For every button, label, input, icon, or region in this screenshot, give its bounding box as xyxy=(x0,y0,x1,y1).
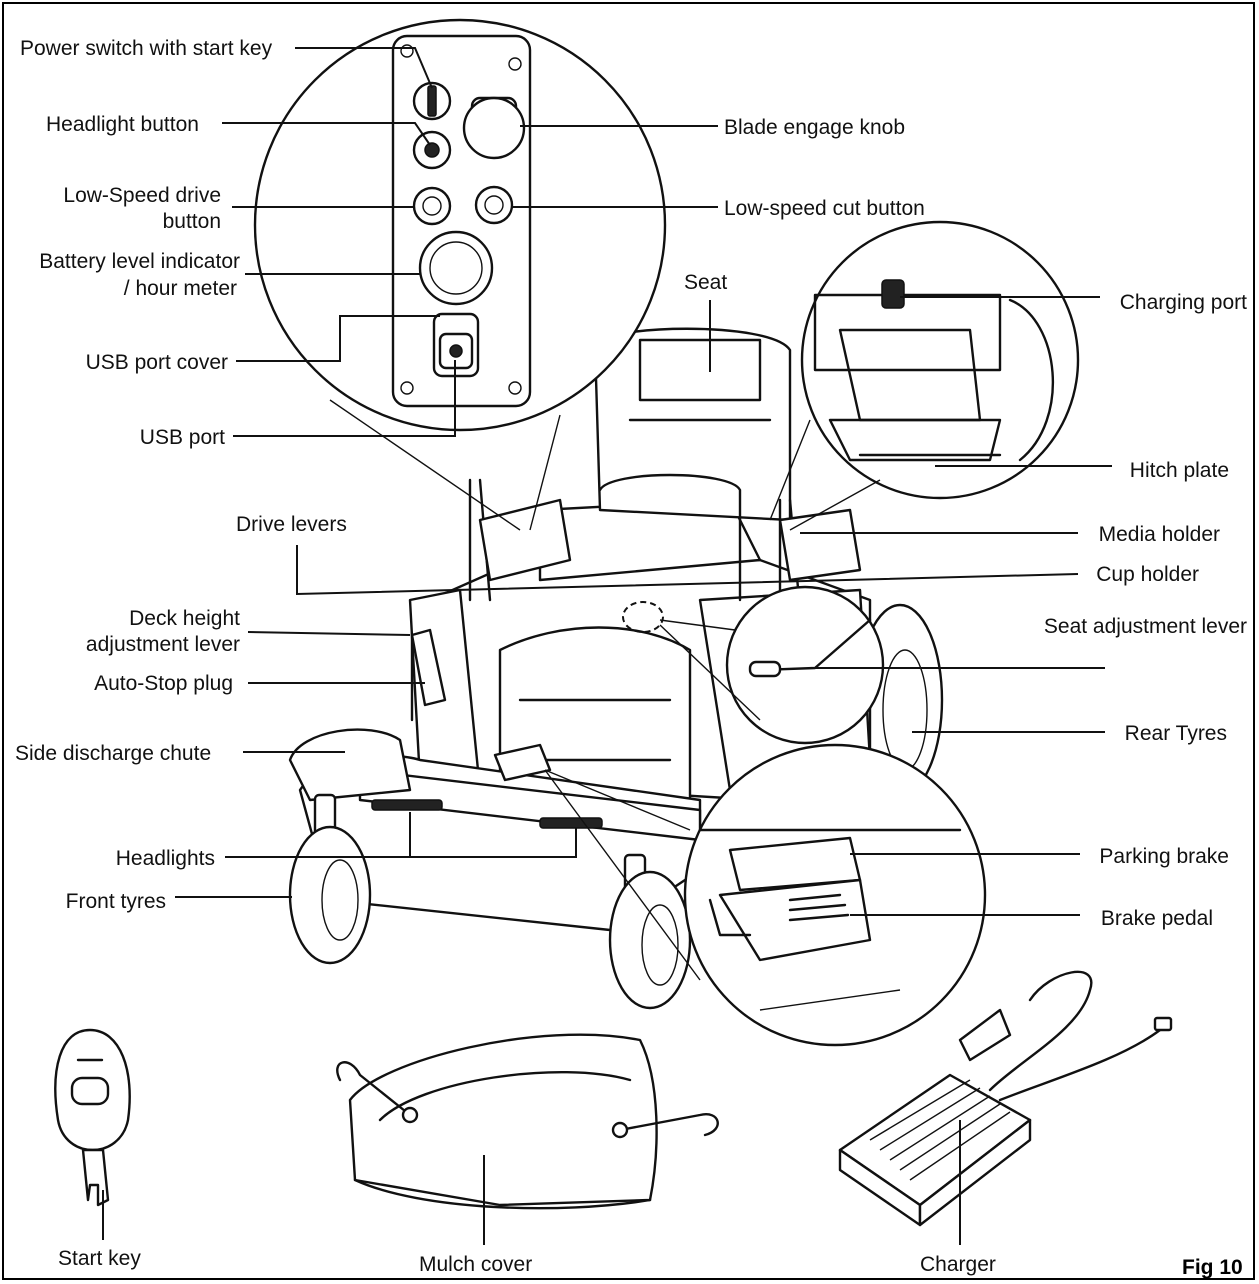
start-key-illustration xyxy=(54,1028,131,1207)
seat-lever-callout xyxy=(659,585,885,745)
label-side-discharge-chute: Side discharge chute xyxy=(15,742,211,765)
label-power-switch: Power switch with start key xyxy=(20,37,273,60)
label-blade-engage-knob: Blade engage knob xyxy=(724,116,905,139)
label-brake-pedal: Brake pedal xyxy=(1101,907,1213,930)
label-parking-brake: Parking brake xyxy=(1099,845,1229,868)
label-low-speed-cut-button: Low-speed cut button xyxy=(724,197,925,220)
label-battery-line2: / hour meter xyxy=(124,277,237,300)
charging-port-callout xyxy=(769,220,1080,531)
label-headlight-button: Headlight button xyxy=(46,113,199,136)
mulch-cover-illustration xyxy=(336,1033,719,1210)
label-charging-port: Charging port xyxy=(1120,291,1247,314)
label-mulch-cover: Mulch cover xyxy=(419,1253,532,1276)
brake-callout xyxy=(544,743,987,1047)
callout-labels: Power switch with start key Headlight bu… xyxy=(15,37,1247,1279)
label-low-speed-drive-line2: button xyxy=(163,210,221,233)
label-seat: Seat xyxy=(684,271,727,294)
figure-number: Fig 10 xyxy=(1182,1256,1243,1279)
label-seat-adjustment-lever: Seat adjustment lever xyxy=(1044,615,1247,638)
label-deck-height-line2: adjustment lever xyxy=(86,633,240,656)
label-usb-port-cover: USB port cover xyxy=(86,351,228,374)
label-auto-stop-plug: Auto-Stop plug xyxy=(94,672,233,695)
label-battery-line1: Battery level indicator xyxy=(39,250,240,273)
label-media-holder: Media holder xyxy=(1099,523,1220,546)
label-low-speed-drive-line1: Low-Speed drive xyxy=(63,184,221,207)
label-usb-port: USB port xyxy=(140,426,225,449)
charger-illustration xyxy=(838,970,1173,1227)
leader-lines xyxy=(102,47,1112,1245)
label-rear-tyres: Rear Tyres xyxy=(1125,722,1227,745)
label-start-key: Start key xyxy=(58,1247,141,1270)
label-hitch-plate: Hitch plate xyxy=(1130,459,1229,482)
label-front-tyres: Front tyres xyxy=(66,890,166,913)
label-drive-levers: Drive levers xyxy=(236,513,347,536)
label-cup-holder: Cup holder xyxy=(1096,563,1199,586)
label-headlights: Headlights xyxy=(116,847,215,870)
label-deck-height-line1: Deck height xyxy=(129,607,240,630)
label-charger: Charger xyxy=(920,1253,996,1276)
